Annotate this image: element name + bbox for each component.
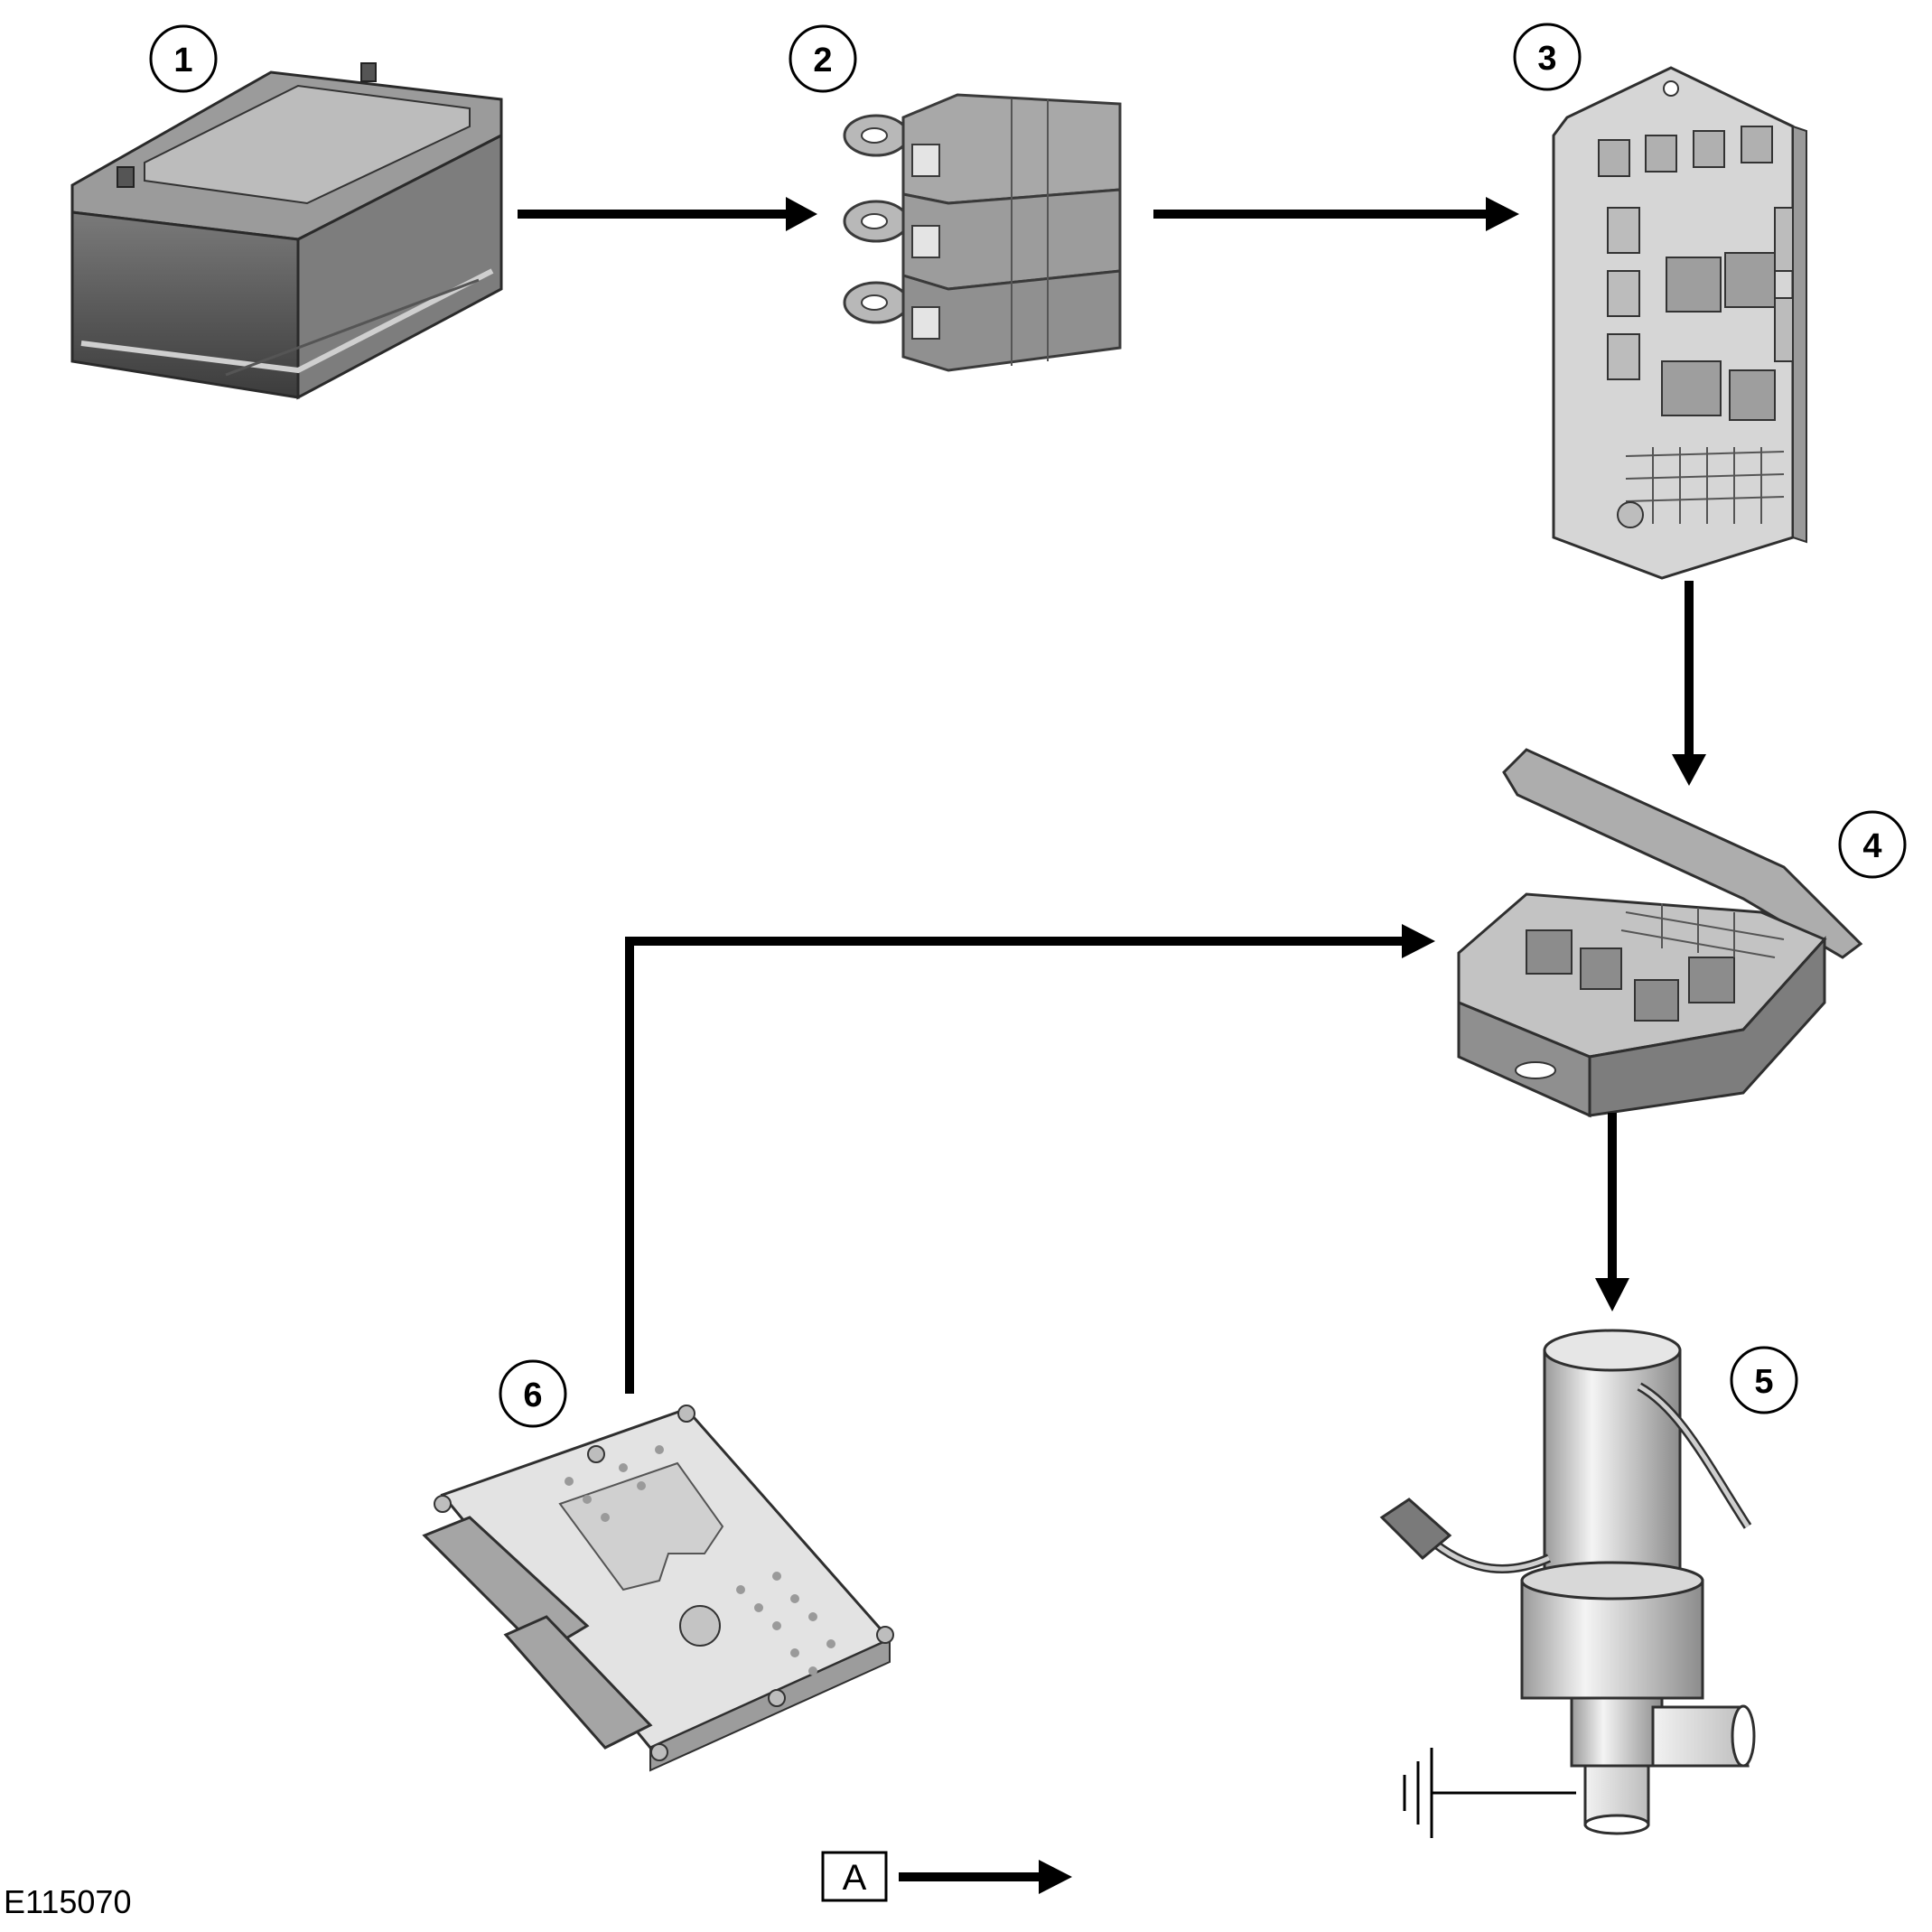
engine-control-module-icon	[422, 1405, 894, 1772]
legend-arrow	[899, 1860, 1072, 1894]
callout-4-label: 4	[1862, 827, 1881, 865]
callout-1: 1	[149, 24, 218, 93]
callout-3: 3	[1513, 23, 1582, 91]
callout-3-label: 3	[1537, 40, 1556, 78]
flow-arrow-2-to-3	[1153, 197, 1519, 231]
battery-junction-box-icon	[1552, 66, 1807, 580]
figure-id: E115070	[4, 1883, 131, 1920]
flow-arrow-3-to-4	[1672, 581, 1706, 786]
flow-arrow-6-to-4	[625, 924, 1435, 1394]
ground-symbol-icon	[1403, 1748, 1576, 1838]
flow-arrow-1-to-2	[518, 197, 817, 231]
battery-icon	[70, 62, 503, 400]
flow-arrow-4-to-5	[1595, 1113, 1629, 1311]
callout-1-label: 1	[173, 42, 192, 79]
callout-2: 2	[789, 24, 857, 93]
coolant-valve-icon	[1379, 1329, 1756, 1835]
legend-key: A	[821, 1851, 1072, 1902]
legend-key-box	[821, 1851, 888, 1902]
callout-5-label: 5	[1754, 1363, 1773, 1401]
megafuse-holder-icon	[843, 93, 1122, 372]
legend-key-label: A	[843, 1858, 867, 1898]
callout-2-label: 2	[813, 42, 832, 79]
callout-5: 5	[1730, 1346, 1798, 1414]
callout-4: 4	[1838, 810, 1907, 879]
callout-6: 6	[499, 1359, 567, 1428]
central-junction-box-icon	[1457, 748, 1863, 1118]
callout-6-label: 6	[523, 1377, 542, 1414]
